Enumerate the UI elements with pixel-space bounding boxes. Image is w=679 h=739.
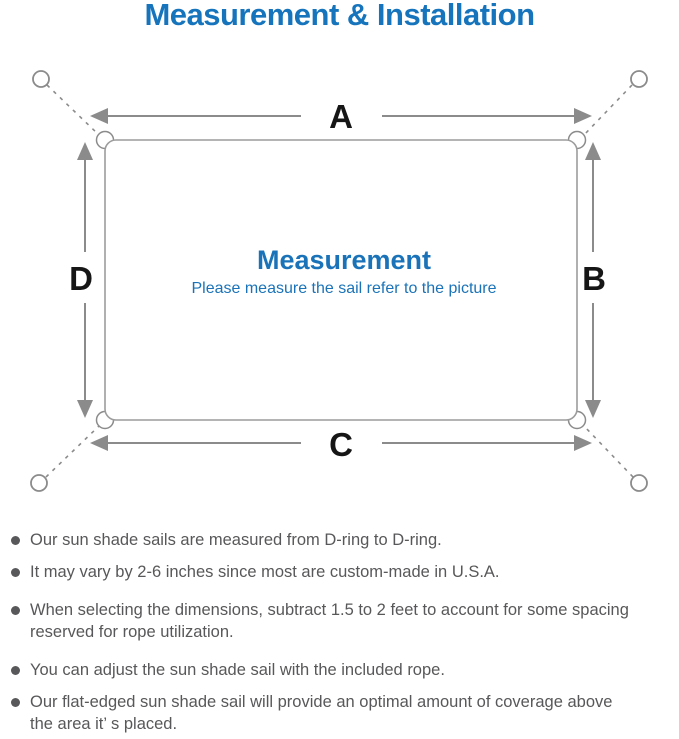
note-item: It may vary by 2-6 inches since most are… (0, 561, 679, 583)
rope-dashed-line-top-left (46, 84, 100, 136)
bullet-icon (11, 606, 20, 615)
note-item: You can adjust the sun shade sail with t… (0, 659, 679, 681)
note-item: When selecting the dimensions, subtract … (0, 599, 679, 643)
note-text: Our flat-edged sun shade sail will provi… (30, 693, 613, 711)
note-text: It may vary by 2-6 inches since most are… (30, 563, 500, 581)
center-subtitle: Please measure the sail refer to the pic… (191, 280, 496, 297)
label-d: D (69, 260, 93, 297)
center-title: Measurement (257, 245, 431, 275)
note-item: Our sun shade sails are measured from D-… (0, 529, 679, 551)
sail-measurement-diagram: A B C D Measurement Please measure the s… (30, 70, 648, 492)
measure-arrow-a (90, 108, 592, 124)
label-c: C (329, 426, 353, 463)
measure-arrow-b (585, 142, 601, 418)
note-text: reserved for rope utilization. (30, 623, 234, 641)
anchor-ring-icon-top-right (630, 70, 648, 88)
sail-outline (104, 139, 578, 421)
note-item: Our flat-edged sun shade sail will provi… (0, 691, 679, 735)
anchor-ring-icon-bottom-left (30, 474, 48, 492)
measure-arrow-c (90, 435, 592, 451)
bullet-icon (11, 568, 20, 577)
note-text: When selecting the dimensions, subtract … (30, 601, 629, 619)
page-title: Measurement & Installation (144, 0, 535, 32)
rope-dashed-line-top-right (583, 84, 633, 136)
measure-arrow-d (77, 142, 93, 418)
anchor-ring-icon-bottom-right (630, 474, 648, 492)
label-a: A (329, 98, 353, 135)
notes-list: Our sun shade sails are measured from D-… (0, 520, 679, 735)
note-text: the area it’ s placed. (30, 715, 178, 733)
label-b: B (582, 260, 606, 297)
rope-dashed-line-bottom-right (583, 425, 634, 478)
bullet-icon (11, 698, 20, 707)
rope-dashed-line-bottom-left (45, 425, 100, 478)
anchor-ring-icon-top-left (32, 70, 50, 88)
bullet-icon (11, 536, 20, 545)
bullet-icon (11, 666, 20, 675)
note-text: You can adjust the sun shade sail with t… (30, 661, 445, 679)
note-text: Our sun shade sails are measured from D-… (30, 531, 442, 549)
